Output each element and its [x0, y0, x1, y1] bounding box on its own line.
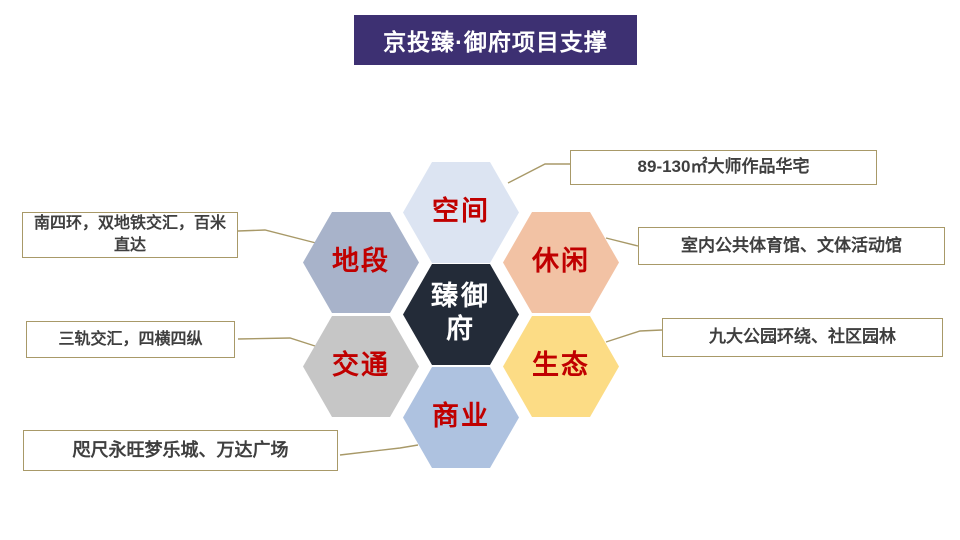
center-label-line1: 臻御	[431, 281, 491, 312]
callout-leisure: 室内公共体育馆、文体活动馆	[638, 227, 945, 265]
hexagon-business: 商业	[403, 367, 519, 468]
hexagon-space-label: 空间	[432, 196, 490, 226]
hexagon-leisure: 休闲	[503, 212, 619, 313]
hexagon-center-label: 臻御 府	[431, 280, 491, 345]
hexagon-traffic: 交通	[303, 316, 419, 417]
connector-business	[339, 444, 419, 456]
callout-business: 咫尺永旺梦乐城、万达广场	[23, 430, 338, 471]
hexagon-ecology: 生态	[503, 316, 619, 417]
center-label-line2: 府	[446, 313, 476, 344]
callout-ecology: 九大公园环绕、社区园林	[662, 318, 943, 357]
connector-leisure	[605, 237, 639, 247]
hexagon-center-project: 臻御 府	[403, 264, 519, 365]
hexagon-ecology-label: 生态	[532, 350, 590, 380]
hexagon-location-label: 地段	[332, 246, 390, 276]
callout-space: 89-130㎡大师作品华宅	[570, 150, 877, 185]
hexagon-business-label: 商业	[432, 401, 490, 431]
callout-location: 南四环，双地铁交汇，百米直达	[22, 212, 238, 258]
page-title: 京投臻·御府项目支撑	[354, 15, 637, 65]
hexagon-traffic-label: 交通	[332, 350, 390, 380]
connector-ecology	[605, 329, 663, 343]
callout-traffic: 三轨交汇，四横四纵	[26, 321, 235, 358]
hexagon-location: 地段	[303, 212, 419, 313]
connector-location	[237, 229, 317, 244]
hexagon-leisure-label: 休闲	[532, 246, 590, 276]
hexagon-space: 空间	[403, 162, 519, 263]
connector-traffic	[237, 337, 316, 347]
connector-space	[507, 163, 570, 184]
